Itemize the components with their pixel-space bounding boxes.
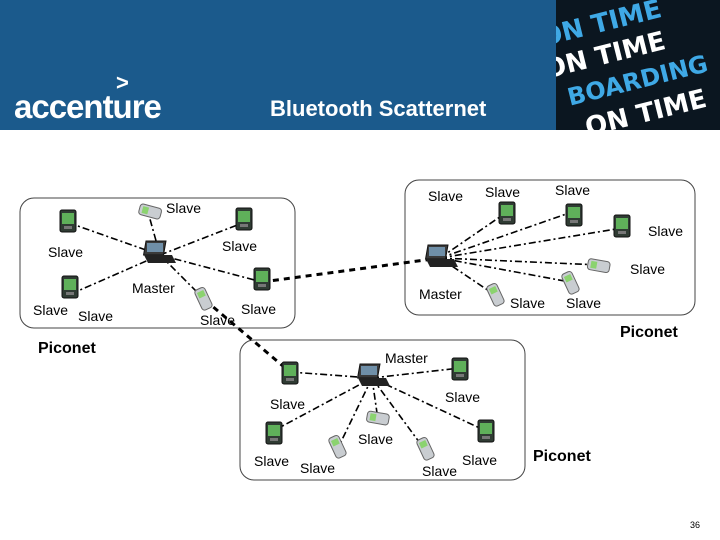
pda-icon — [265, 421, 283, 445]
pda-icon — [235, 207, 253, 231]
pda-icon — [498, 201, 516, 225]
slave-label: Slave — [630, 261, 666, 277]
master-label: Master — [385, 350, 428, 366]
logo-text: accenture — [14, 88, 162, 125]
pda-icon — [61, 275, 79, 299]
pda-icon — [477, 419, 495, 443]
master-label: Master — [419, 286, 462, 302]
master-label: Master — [132, 280, 175, 296]
piconet-2-links — [439, 211, 623, 296]
phone-icon — [582, 250, 615, 282]
phone-icon — [327, 433, 348, 460]
slave-label: Slave — [166, 200, 202, 216]
piconet-label: Piconet — [38, 340, 96, 357]
bridge-links — [204, 256, 441, 374]
slave-label: Slave — [445, 389, 481, 405]
slave-label: Slave — [485, 184, 521, 200]
slave-label: Slave — [300, 460, 336, 476]
slave-label: Slave — [200, 312, 236, 328]
slave-label: Slave — [510, 295, 546, 311]
slave-label: Slave — [422, 463, 458, 479]
phone-icon — [193, 285, 214, 312]
pda-icon — [281, 361, 299, 385]
laptop-icon — [143, 240, 177, 264]
pda-icon — [59, 209, 77, 233]
slave-label: Slave — [648, 223, 684, 239]
pda-icon — [565, 203, 583, 227]
page-number: 36 — [690, 520, 701, 530]
slave-label: Slave — [358, 431, 394, 447]
slave-label: Slave — [555, 182, 591, 198]
piconet-label: Piconet — [533, 448, 591, 465]
slave-label: Slave — [78, 308, 114, 324]
piconet-3-boundary — [239, 339, 526, 481]
pda-icon — [253, 267, 271, 291]
piconet-1-boundary — [19, 197, 296, 329]
slave-label: Slave — [33, 302, 69, 318]
slave-label: Slave — [241, 301, 277, 317]
slave-label: Slave — [462, 452, 498, 468]
laptop-icon — [357, 363, 391, 387]
accenture-logo: accenture > — [14, 70, 162, 126]
scatternet-diagram: Slave Slave Slave Master Slave Slave Sla… — [0, 130, 720, 540]
slave-label: Slave — [270, 396, 306, 412]
slide-title: Bluetooth Scatternet — [270, 96, 487, 121]
slave-label: Slave — [222, 238, 258, 254]
phone-icon — [361, 402, 395, 434]
slave-label: Slave — [254, 453, 290, 469]
logo-mark: > — [116, 70, 129, 95]
slave-label: Slave — [48, 244, 84, 260]
pda-icon — [451, 357, 469, 381]
header-bar: accenture > Bluetooth Scatternet ON TIME… — [0, 0, 720, 130]
departure-board-image: ON TIME ON TIME BOARDING ON TIME — [556, 0, 720, 130]
piconet-label: Piconet — [620, 324, 678, 341]
phone-icon — [560, 269, 581, 296]
piconet-2-boundary — [404, 179, 696, 316]
slave-label: Slave — [428, 188, 464, 204]
pda-icon — [613, 214, 631, 238]
phone-icon — [485, 281, 506, 308]
phone-icon — [415, 435, 436, 462]
slave-label: Slave — [566, 295, 602, 311]
